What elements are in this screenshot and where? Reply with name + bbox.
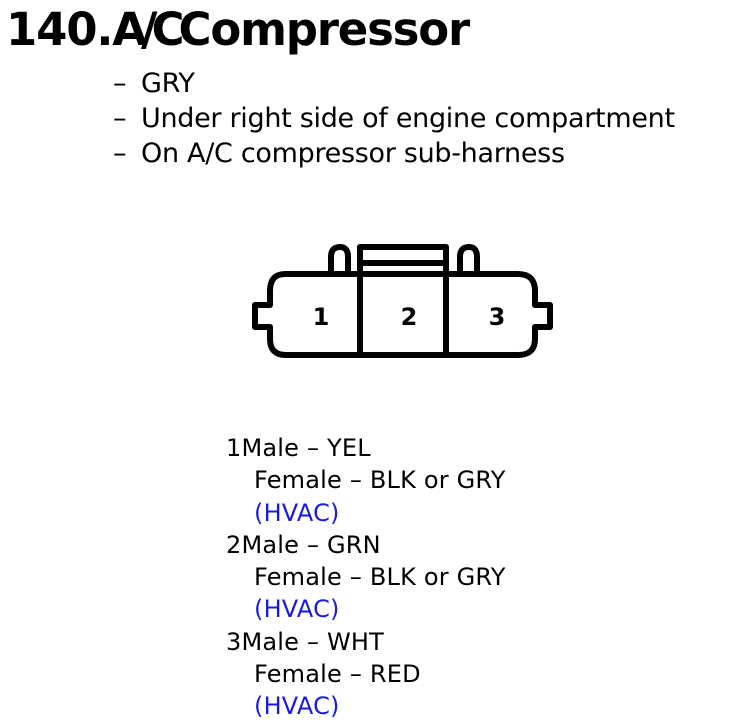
detail-color: –GRY	[113, 66, 675, 101]
cavity-label-2: 2	[401, 303, 418, 331]
pin-2: 2Male – GRN Female – BLK or GRY (HVAC)	[226, 529, 506, 626]
pin-3: 3Male – WHT Female – RED (HVAC)	[226, 626, 506, 723]
system-link[interactable]: (HVAC)	[254, 498, 340, 527]
male-label: Male	[241, 627, 300, 656]
male-wire-color: WHT	[327, 627, 385, 656]
cavity-label-1: 1	[313, 303, 330, 331]
dash: –	[113, 68, 127, 99]
system-link[interactable]: (HVAC)	[254, 595, 340, 624]
detail-text: On A/C compressor sub-harness	[141, 138, 565, 169]
female-label: Female	[254, 466, 342, 495]
left-tab-outline	[328, 244, 351, 273]
title-ac: A/C	[112, 3, 184, 56]
dash: –	[113, 138, 127, 169]
male-wire-color: GRN	[327, 530, 381, 559]
detail-text: GRY	[141, 68, 195, 99]
pin-1: 1Male – YEL Female – BLK or GRY (HVAC)	[226, 432, 506, 529]
male-label: Male	[241, 530, 300, 559]
title-name: Compressor	[178, 3, 471, 56]
pin-assignments: 1Male – YEL Female – BLK or GRY (HVAC) 2…	[226, 432, 506, 723]
cavity-label-3: 3	[489, 303, 506, 331]
female-label: Female	[254, 660, 342, 689]
pin-number: 2	[226, 530, 242, 559]
female-wire-color: RED	[369, 660, 421, 689]
female-label: Female	[254, 563, 342, 592]
detail-location: –Under right side of engine compartment	[113, 101, 675, 136]
connector-details-list: –GRY –Under right side of engine compart…	[113, 66, 675, 171]
female-wire-color: BLK or GRY	[369, 563, 506, 592]
right-tab-outline	[457, 244, 480, 273]
title-number: 140.	[6, 3, 113, 56]
system-link[interactable]: (HVAC)	[254, 692, 340, 721]
male-label: Male	[241, 434, 300, 462]
connector-face-icon	[252, 244, 553, 358]
center-latch-outline	[357, 244, 449, 273]
pin-number: 3	[226, 627, 242, 656]
dash: –	[113, 103, 127, 134]
male-wire-color: YEL	[327, 434, 371, 462]
female-wire-color: BLK or GRY	[369, 466, 506, 495]
detail-harness: –On A/C compressor sub-harness	[113, 136, 675, 171]
pin-number: 1	[226, 434, 242, 462]
detail-text: Under right side of engine compartment	[141, 103, 675, 134]
page-title: 140.A/CCompressor	[6, 2, 471, 58]
